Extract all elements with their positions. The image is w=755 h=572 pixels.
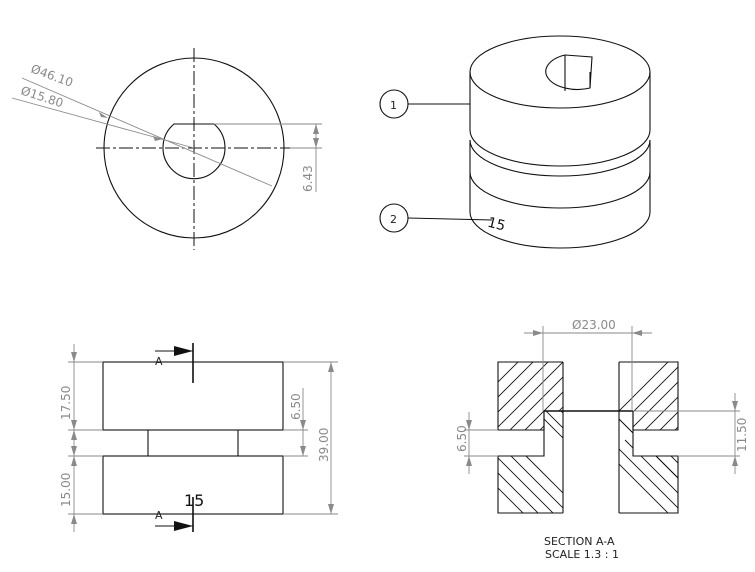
- section-marker-top: A: [155, 355, 163, 368]
- section-title: SECTION A-A: [544, 535, 615, 548]
- section-diameter-dimension: Ø23.00: [572, 318, 616, 332]
- upper-height-dimension: 17.50: [59, 386, 73, 420]
- svg-text:2: 2: [390, 213, 397, 226]
- section-marker-bottom: A: [155, 509, 163, 522]
- gap-dimension: 6.50: [289, 393, 303, 420]
- section-scale: SCALE 1.3 : 1: [545, 548, 619, 561]
- isometric-view: 1 2 15: [379, 35, 651, 249]
- flat-dimension: 6.43: [301, 165, 315, 192]
- section-gap-dimension: 6.50: [455, 425, 469, 452]
- inner-diameter-leader: [11, 97, 195, 149]
- iso-annotation: 15: [486, 215, 507, 235]
- keyed-bore: [162, 123, 226, 180]
- outer-diameter-dimension: Ø46.10: [29, 62, 75, 90]
- outer-diameter-leader: [21, 77, 273, 187]
- lower-height-dimension: 15.00: [59, 473, 73, 507]
- total-height-dimension: 39.00: [317, 428, 331, 462]
- svg-text:1: 1: [390, 99, 397, 112]
- section-step-dimension: 11.50: [735, 418, 749, 452]
- front-view: A A 15 17.50 15.00 6.50 39.00: [59, 343, 338, 532]
- front-annotation: 15: [184, 491, 204, 510]
- top-view: Ø46.10 Ø15.80 6.43: [11, 48, 322, 250]
- section-view: Ø23.00 6.50 11.50 SECTION A-A SCALE 1.3 …: [455, 318, 749, 561]
